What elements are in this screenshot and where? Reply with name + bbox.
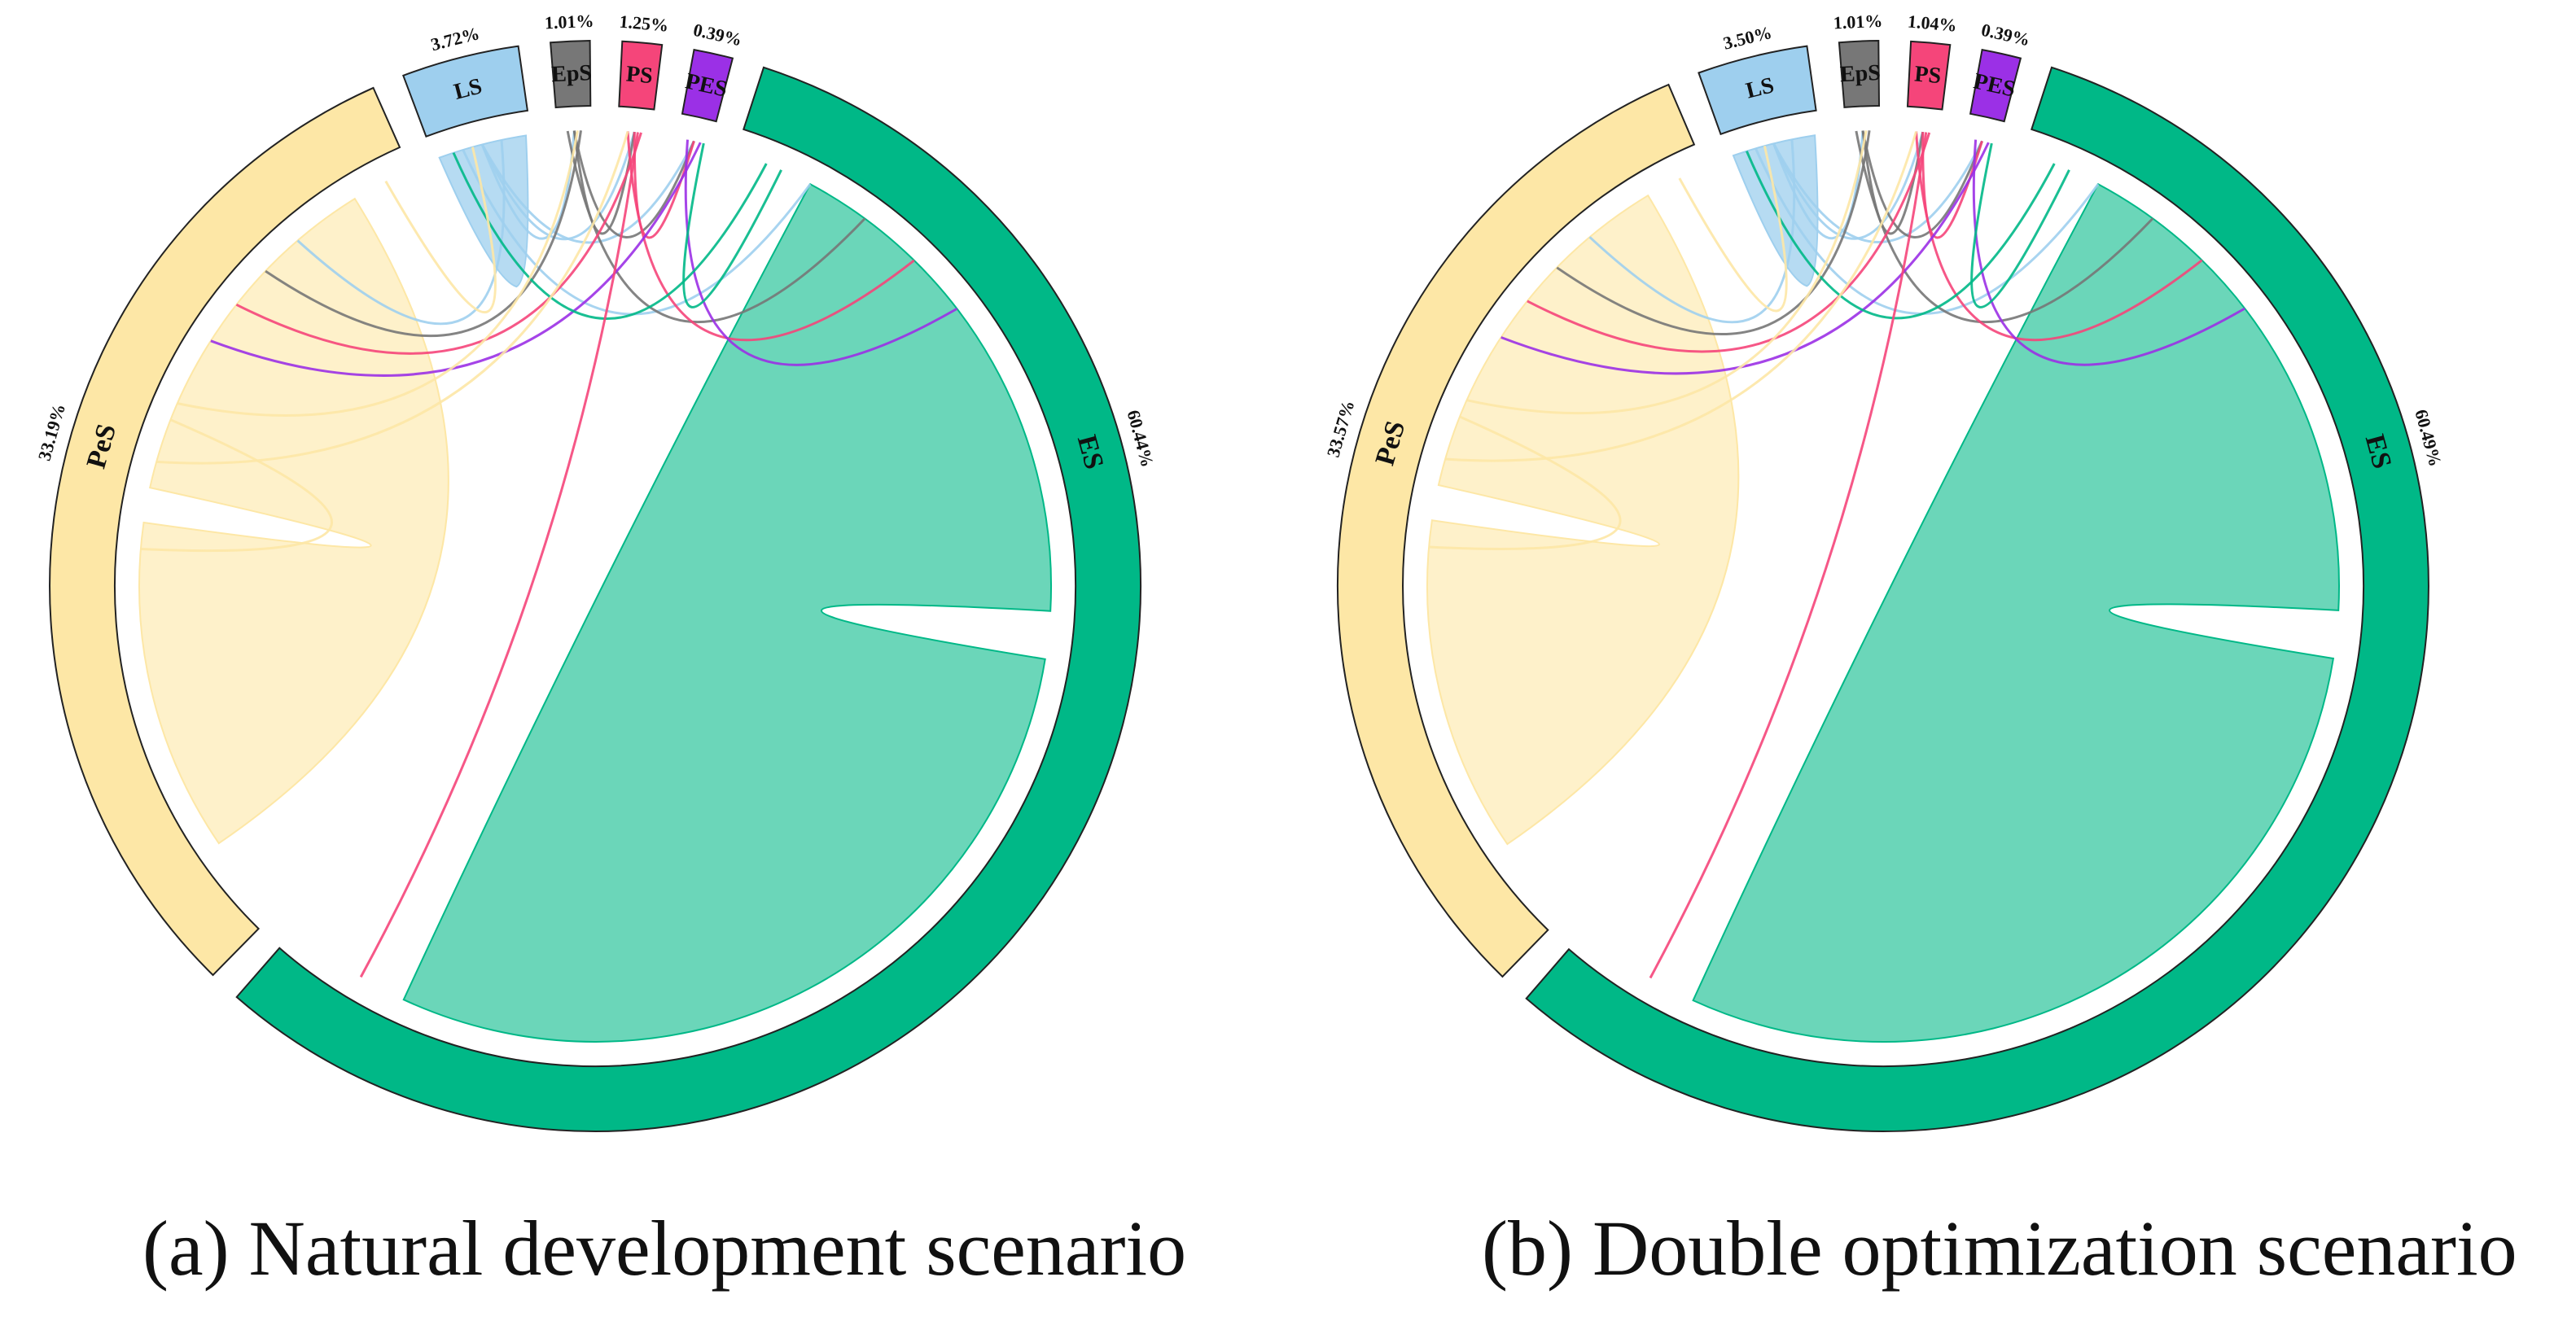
chord-pes-self [1426, 194, 1740, 846]
arc-ls [402, 45, 529, 138]
arc-pes [681, 48, 734, 123]
chord-ls-eps [1772, 130, 1864, 240]
chord-ps-pes [235, 132, 642, 355]
chord-pes-eps [177, 130, 579, 417]
arc-pes [49, 86, 401, 977]
chord-ls-pes [1772, 140, 1983, 244]
chord-es-pes [682, 142, 782, 308]
label-eps: EpS [1839, 60, 1881, 87]
arc-pes [1969, 48, 2022, 123]
arc-ls [1698, 45, 1817, 136]
arc-eps [550, 39, 592, 109]
arc-eps [1838, 39, 1881, 108]
chord-es-ps [359, 132, 639, 978]
chord-pes-pes [1429, 415, 1622, 550]
chord-ls-es [462, 149, 812, 316]
pct-eps: 1.01% [544, 11, 594, 33]
pct-es: 60.49% [2411, 407, 2446, 469]
chord-pes-pes [140, 418, 333, 553]
chord-pes-es [1972, 139, 2245, 366]
label-ps: PS [625, 61, 654, 89]
arc-ps [618, 40, 664, 111]
caption-a: (a) Natural development scenario [142, 1205, 1187, 1292]
pct-pes: 33.57% [1323, 398, 1359, 460]
pct-pes: 33.19% [34, 401, 70, 463]
chord-ribbons [1426, 130, 2340, 1043]
segment-arcs [1336, 39, 2429, 1132]
chord-pes-eps [1466, 130, 1868, 415]
chord-pes-pes [210, 142, 702, 377]
chord-pes-ps [156, 130, 629, 465]
arc-es [235, 66, 1142, 1132]
chord-eps-pes [265, 130, 582, 338]
chord-pes-ls [1678, 145, 1788, 313]
chord-ls-pes [296, 139, 506, 326]
chord-pes-self [138, 197, 449, 845]
pct-es: 60.44% [1124, 408, 1159, 470]
pct-eps: 1.01% [1833, 11, 1883, 33]
pct-ls: 3.50% [1721, 22, 1774, 54]
arc-ps [1906, 40, 1952, 111]
chord-es-self [1692, 182, 2340, 1043]
chord-ls-es [1755, 147, 2100, 315]
arc-es [1525, 66, 2429, 1132]
label-ps: PS [1913, 62, 1942, 90]
chord-ribbons [138, 130, 1052, 1043]
chord-ls-pes [1588, 139, 1796, 324]
chord-es-pes [1970, 142, 2070, 308]
chord-ls-pes [480, 140, 695, 244]
chord-pes-pes [1500, 142, 1990, 375]
chord-ps-pes [1921, 132, 1983, 239]
chord-eps-pes [1556, 130, 1871, 335]
pct-ps: 1.25% [619, 11, 669, 36]
label-eps: EpS [551, 60, 593, 87]
segment-arcs [49, 39, 1142, 1132]
chord-pes-es [684, 139, 958, 366]
chord-eps-pes [572, 130, 695, 238]
pct-ls: 3.72% [429, 23, 482, 55]
chord-ps-pes [633, 132, 695, 239]
chord-ls-eps [480, 130, 576, 240]
chord-eps-pes [1861, 130, 1983, 238]
pct-pes: 0.39% [691, 20, 743, 50]
pct-pes: 0.39% [1979, 20, 2031, 50]
chord-es-ps [1649, 132, 1928, 979]
chord-es-self [402, 182, 1052, 1043]
chord-ps-pes [1527, 132, 1931, 353]
chord-pes-ps [1445, 131, 1918, 462]
caption-b: (b) Double optimization scenario [1482, 1205, 2517, 1292]
chord-pes-ls [384, 147, 497, 314]
pct-ps: 1.04% [1907, 11, 1957, 36]
arc-pes [1336, 83, 1696, 978]
